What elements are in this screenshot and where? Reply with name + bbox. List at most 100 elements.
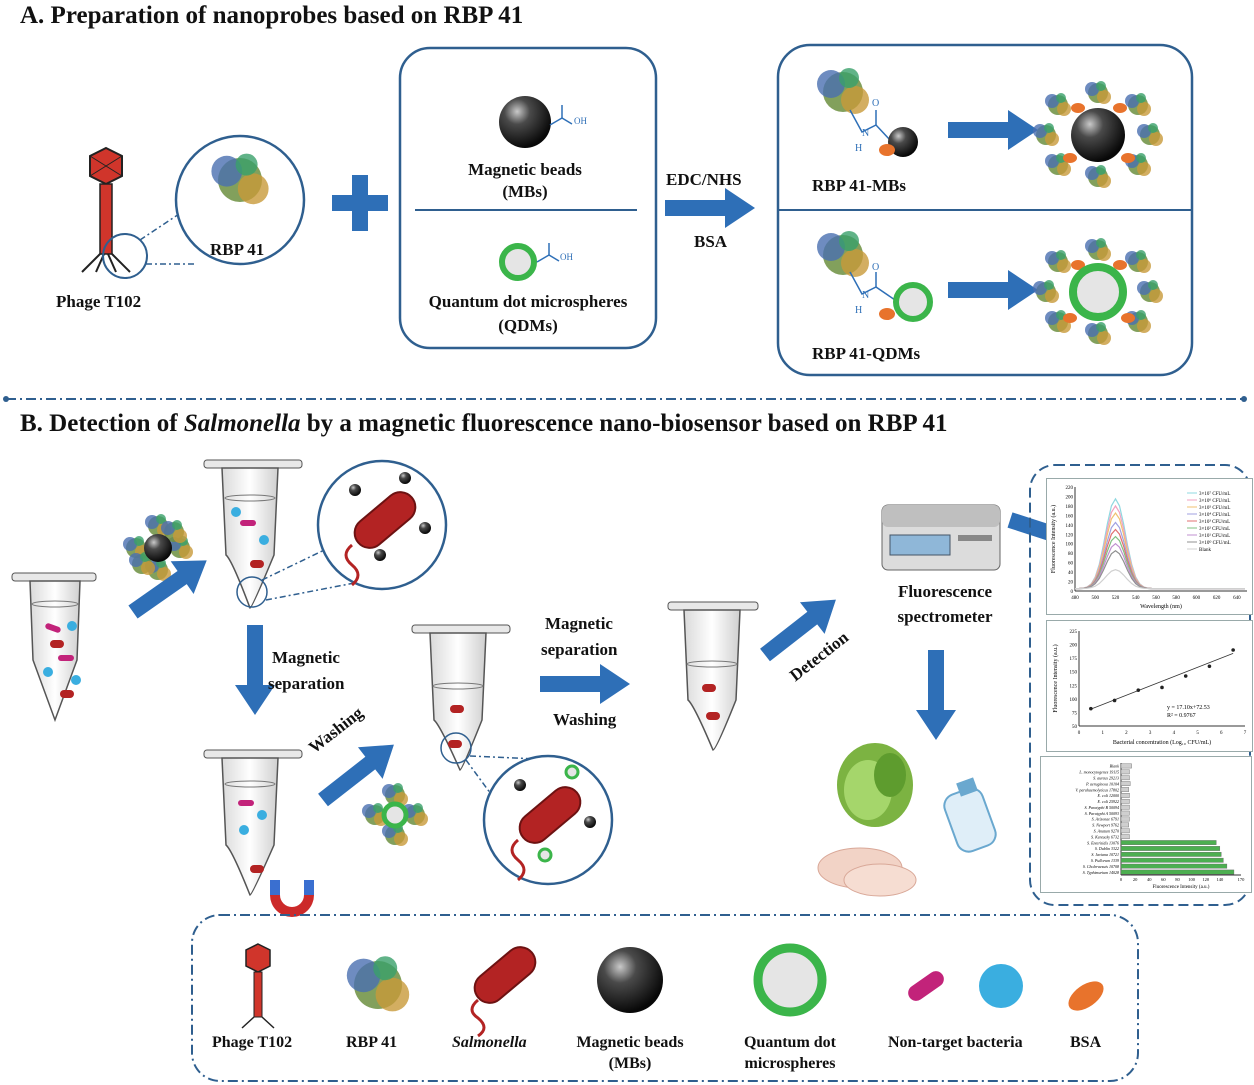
category-label: S. Arizonae 6791 [1092,817,1119,822]
qdms-oh-label: OH [560,252,573,262]
section-b-title-post: by a magnetic fluorescence nano-biosenso… [300,410,948,437]
tube-incubation [203,459,303,609]
legend-nontarget-label: Non-target bacteria [888,1034,1023,1051]
y-tick-label: 50 [1072,725,1078,730]
x-tick-label: 520 [1112,596,1120,601]
y-tick-label: 200 [1070,644,1078,649]
tube-magnetic-separation [203,749,303,896]
fit-line [1090,653,1234,710]
category-label: Blank [1110,764,1120,769]
x-tick-label: 580 [1172,596,1180,601]
legend-mbs-label-2: (MBs) [608,1055,652,1072]
legend-rbp-label: RBP 41 [346,1034,398,1051]
rbp41-qdms-probe [1033,238,1163,345]
legend-entry: 3×10⁵ CFU/mL [1199,505,1230,511]
phage-label: Phage T102 [56,292,142,311]
qdms-label-2: (QDMs) [498,316,558,335]
category-label: S. Paratyphi B 50094 [1085,805,1119,810]
x-tick-label: 540 [1132,596,1140,601]
x-axis-label: Wavelength (nm) [1140,603,1182,610]
data-point [1089,706,1093,711]
y-tick-label: 140 [1066,524,1074,529]
magnetic-separation-2: separation [268,674,345,693]
qdms-label-1: Quantum dot microspheres [428,292,628,311]
bar [1120,781,1131,786]
spectrometer-label-2: spectrometer [897,607,993,626]
category-label: S. Javiana 10721 [1091,852,1119,857]
y-tick-label: 225 [1070,630,1078,635]
legend-salmonella-label: Salmonella [452,1034,527,1051]
x-tick-label: 1 [1101,731,1104,736]
x-tick-label: 500 [1091,596,1099,601]
x-tick-label: 40 [1147,877,1152,882]
spectrometer-label-1: Fluorescence [897,582,993,601]
x-tick-label: 100 [1188,877,1196,882]
x-tick-label: 140 [1216,877,1224,882]
bar [1120,787,1129,792]
mbs-label-2: (MBs) [502,182,548,201]
category-label: S. Anatum 9270 [1094,829,1119,834]
data-point [1231,648,1235,652]
category-label: L. monocytogenes 19115 [1078,770,1119,775]
y-tick-label: 200 [1066,495,1074,500]
legend-phage-label: Phage T102 [212,1034,293,1051]
mbs-label-1: Magnetic beads [468,160,582,179]
x-tick-label: 560 [1152,596,1160,601]
bar [1120,834,1130,840]
category-label: V. parahaemolyticus 17802 [1075,787,1119,792]
bar [1120,869,1235,875]
fit-r2: R² = 0.9767 [1167,713,1196,719]
x-tick-label: 60 [1161,877,1166,882]
x-tick-label: 0 [1120,877,1123,882]
legend-bsa-label: BSA [1070,1034,1102,1051]
y-tick-label: 40 [1068,571,1074,576]
category-label: S. Enteritidis 13076 [1087,840,1119,845]
qdms-n-label: N [862,290,870,301]
bar [1120,828,1130,834]
category-label: E. coli 12000 [1097,793,1119,798]
tube-final [667,601,759,751]
section-b-title-italic: Salmonella [183,410,301,437]
bar [1120,798,1130,804]
x-tick-label: 480 [1071,596,1079,601]
legend-entry: 3×10⁴ CFU/mL [1199,512,1230,518]
bar [1120,763,1132,769]
bar [1120,810,1130,816]
magnetic-separation-b-1: Magnetic [545,614,613,633]
legend-nontarget-rod-icon [908,971,944,1001]
section-b-title: B. Detection of Salmonella by a magnetic… [20,410,948,438]
bar [1120,804,1130,810]
category-label: S. Dublin 3322 [1095,846,1119,851]
legend-box [191,914,1139,1082]
x-tick-label: 0 [1078,731,1081,736]
mbs-h-label: H [855,143,863,154]
category-label: S. Paratyphi A 50093 [1085,811,1119,816]
x-tick-label: 4 [1173,731,1176,736]
legend-entry: Blank [1199,548,1211,553]
bar [1120,852,1222,857]
qdm-icon [499,243,537,281]
spectrum-series-line [1075,569,1245,590]
y-axis-label: Fluorescence Intensity (a.u.) [1050,505,1057,573]
spectrum-series-line [1074,521,1245,590]
legend-rbp-icon [346,956,410,1012]
data-point [1207,664,1212,669]
qdms-o-label: O [872,262,880,273]
legend-mbs-label-1: Magnetic beads [576,1034,684,1051]
legend-mbs-icon [597,947,663,1013]
legend-salmonella-icon [470,946,537,1038]
x-axis-label: Fluorescence Intensity (a.u.) [1153,885,1210,890]
bar [1120,822,1129,828]
category-label: P. aeruginosa 10104 [1085,781,1119,786]
category-label: S. Choleraesuis 10708 [1083,864,1119,869]
x-tick-label: 6 [1220,731,1223,736]
x-axis-label: Bacterial concentration (Log₁₀ CFU/mL) [1113,739,1211,746]
x-tick-label: 5 [1196,731,1199,736]
category-label: S. aureus 29213 [1093,775,1119,780]
y-tick-label: 150 [1070,671,1078,676]
mbs-n-label: N [862,128,870,139]
y-tick-label: 120 [1066,533,1074,538]
magnetic-bead-icon [499,96,551,148]
